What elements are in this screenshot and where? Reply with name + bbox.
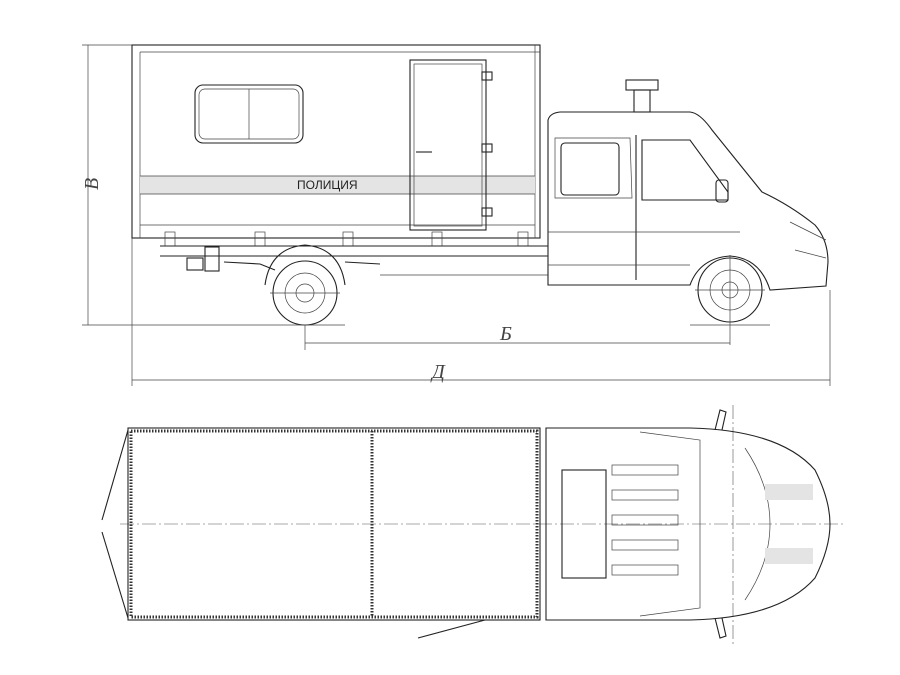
height-dimension-label: В [81,178,103,190]
length-dimension-label: Д [430,361,446,383]
beacon [625,79,659,113]
rear-wheel [264,244,346,326]
top-view [101,405,845,645]
side-window [194,84,304,144]
side-door [409,59,493,231]
dimension-lines: В Б Д [81,44,831,386]
cab-top [545,409,831,639]
cab [547,79,829,291]
chassis [160,245,548,276]
police-label: ПОЛИЦИЯ [297,178,358,192]
front-wheel [695,255,765,345]
cargo-box-top [101,427,541,639]
wheelbase-dimension-label: Б [499,323,512,345]
cargo-box: ПОЛИЦИЯ [131,44,541,247]
side-view: ПОЛИЦИЯ [81,44,831,386]
